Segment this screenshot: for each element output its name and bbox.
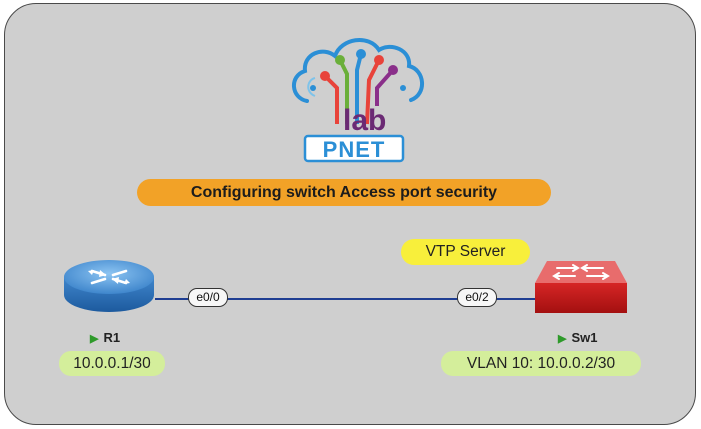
device-name: Sw1 bbox=[571, 330, 598, 345]
device-name: R1 bbox=[103, 330, 121, 345]
device-label-sw1[interactable]: ▶ Sw1 bbox=[558, 330, 597, 347]
device-label-r1[interactable]: ▶ R1 bbox=[90, 330, 120, 347]
svg-text:PNET: PNET bbox=[323, 137, 386, 162]
play-icon: ▶ bbox=[90, 333, 99, 345]
lab-title: Configuring switch Access port security bbox=[137, 179, 551, 206]
ip-label-sw1: VLAN 10: 10.0.0.2/30 bbox=[441, 351, 641, 376]
port-label-r1: e0/0 bbox=[188, 288, 228, 307]
link-r1-sw1[interactable] bbox=[155, 298, 540, 300]
switch-icon[interactable] bbox=[533, 259, 629, 319]
svg-text:lab: lab bbox=[343, 104, 386, 137]
pnet-lab-logo: lab PNET bbox=[292, 37, 424, 163]
vtp-server-annotation: VTP Server bbox=[401, 239, 530, 265]
router-icon[interactable] bbox=[62, 257, 156, 317]
play-icon: ▶ bbox=[558, 333, 567, 345]
ip-label-r1: 10.0.0.1/30 bbox=[59, 351, 165, 376]
topology-canvas: lab PNET Configuring switch Access port … bbox=[4, 3, 696, 425]
port-label-sw1: e0/2 bbox=[457, 288, 497, 307]
